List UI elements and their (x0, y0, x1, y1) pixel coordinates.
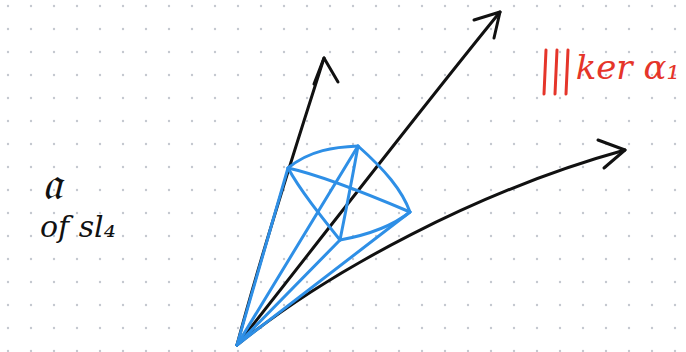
arrowhead (474, 12, 500, 38)
kernel-hatch (544, 50, 568, 94)
algebra-name: of sl₄ (40, 212, 116, 242)
axis-arrows (237, 12, 625, 345)
cone-edge (237, 212, 410, 345)
cone-edge (237, 146, 358, 345)
space-symbol: 𝔞 (42, 160, 62, 206)
arrow-middle (237, 12, 500, 345)
cone-edge (237, 240, 340, 345)
arrowhead (598, 140, 625, 168)
blue-cone (237, 146, 410, 345)
kernel-label: ker α₁ (576, 50, 680, 84)
arrowhead (314, 58, 338, 84)
